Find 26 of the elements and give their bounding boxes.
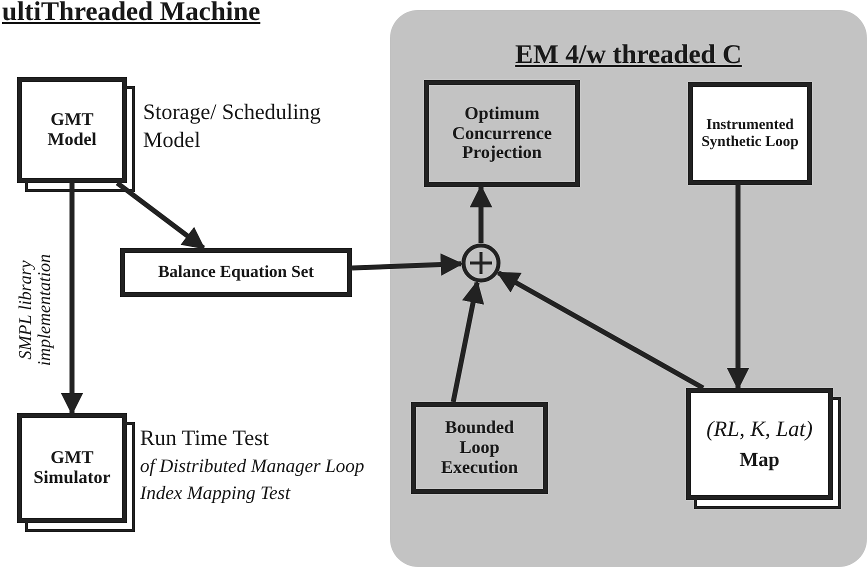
summing-junction (461, 243, 501, 283)
process-box (688, 82, 812, 185)
process-box (424, 80, 580, 187)
side-note: of Distributed Manager Loop Index Mapping Test (140, 455, 365, 506)
box-label: Bounded Loop Execution (440, 418, 519, 478)
arrow (116, 181, 206, 250)
box-label: Optimum Concurrence Projection (451, 104, 553, 164)
process-box (411, 402, 548, 494)
arrow (496, 270, 704, 390)
arrow (470, 184, 492, 243)
panel-title: EM 4/w threaded C (515, 40, 742, 70)
box-label: (RL, K, Lat) (706, 416, 813, 442)
side-note: Storage/ Scheduling Model (143, 98, 322, 153)
arrow (352, 253, 464, 276)
arrow (60, 183, 84, 416)
arrow (450, 280, 484, 402)
box-label: GMT Simulator (32, 448, 112, 488)
group-panel (390, 10, 867, 567)
arrow (726, 185, 750, 390)
box-label: Map (740, 449, 780, 472)
process-box (120, 248, 352, 297)
side-note: Run Time Test (140, 424, 269, 452)
box-label: GMT Model (46, 110, 98, 150)
diagram-title: ultiThreaded Machine (2, 0, 260, 27)
box-label: Instrumented Synthetic Loop (700, 117, 800, 150)
box-label: Balance Equation Set (158, 263, 314, 282)
